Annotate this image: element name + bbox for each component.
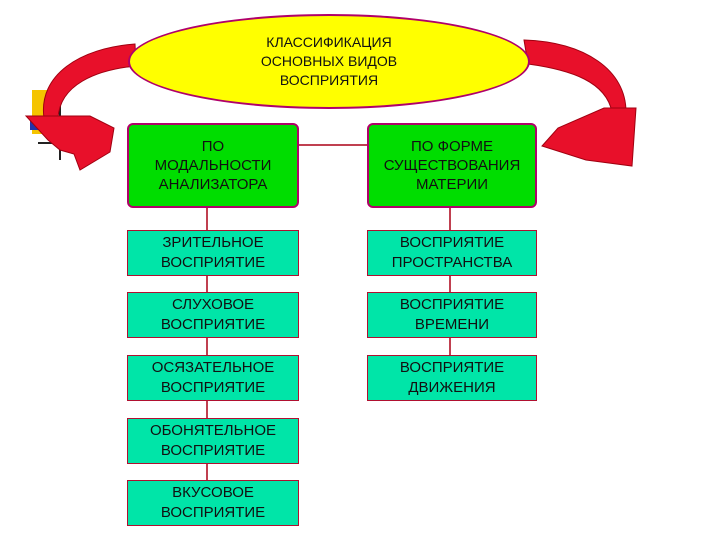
connector-categories <box>298 144 370 146</box>
left-item-box: СЛУХОВОЕ ВОСПРИЯТИЕ <box>127 292 299 338</box>
connector-left-column <box>206 207 208 480</box>
left-item-text: ВКУСОВОЕ ВОСПРИЯТИЕ <box>160 484 266 521</box>
left-item-box: ОСЯЗАТЕЛЬНОЕ ВОСПРИЯТИЕ <box>127 355 299 401</box>
right-item-text: ВОСПРИЯТИЕ ПРОСТРАНСТВА <box>391 234 513 271</box>
left-item-text: ОСЯЗАТЕЛЬНОЕ ВОСПРИЯТИЕ <box>151 359 275 396</box>
right-item-text: ВОСПРИЯТИЕ ДВИЖЕНИЯ <box>399 359 505 396</box>
left-item-box: ВКУСОВОЕ ВОСПРИЯТИЕ <box>127 480 299 526</box>
category-matter-form-text: ПО ФОРМЕ СУЩЕСТВОВАНИЯ МАТЕРИИ <box>383 138 521 193</box>
right-item-box: ВОСПРИЯТИЕ ДВИЖЕНИЯ <box>367 355 537 401</box>
title-ellipse: КЛАССИФИКАЦИЯ ОСНОВНЫХ ВИДОВ ВОСПРИЯТИЯ <box>128 14 530 109</box>
left-item-box: ЗРИТЕЛЬНОЕ ВОСПРИЯТИЕ <box>127 230 299 276</box>
category-modality-box: ПО МОДАЛЬНОСТИ АНАЛИЗАТОРА <box>127 123 299 208</box>
left-curved-arrow <box>24 43 137 171</box>
left-item-text: ЗРИТЕЛЬНОЕ ВОСПРИЯТИЕ <box>160 234 266 271</box>
title-text: КЛАССИФИКАЦИЯ ОСНОВНЫХ ВИДОВ ВОСПРИЯТИЯ <box>260 34 398 88</box>
connector-right-column <box>449 207 451 355</box>
right-item-box: ВОСПРИЯТИЕ ПРОСТРАНСТВА <box>367 230 537 276</box>
right-curved-arrow <box>523 39 637 167</box>
left-item-text: ОБОНЯТЕЛЬНОЕ ВОСПРИЯТИЕ <box>149 422 277 459</box>
right-item-text: ВОСПРИЯТИЕ ВРЕМЕНИ <box>399 296 505 333</box>
category-matter-form-box: ПО ФОРМЕ СУЩЕСТВОВАНИЯ МАТЕРИИ <box>367 123 537 208</box>
left-item-box: ОБОНЯТЕЛЬНОЕ ВОСПРИЯТИЕ <box>127 418 299 464</box>
right-item-box: ВОСПРИЯТИЕ ВРЕМЕНИ <box>367 292 537 338</box>
left-item-text: СЛУХОВОЕ ВОСПРИЯТИЕ <box>160 296 266 333</box>
category-modality-text: ПО МОДАЛЬНОСТИ АНАЛИЗАТОРА <box>154 138 272 193</box>
